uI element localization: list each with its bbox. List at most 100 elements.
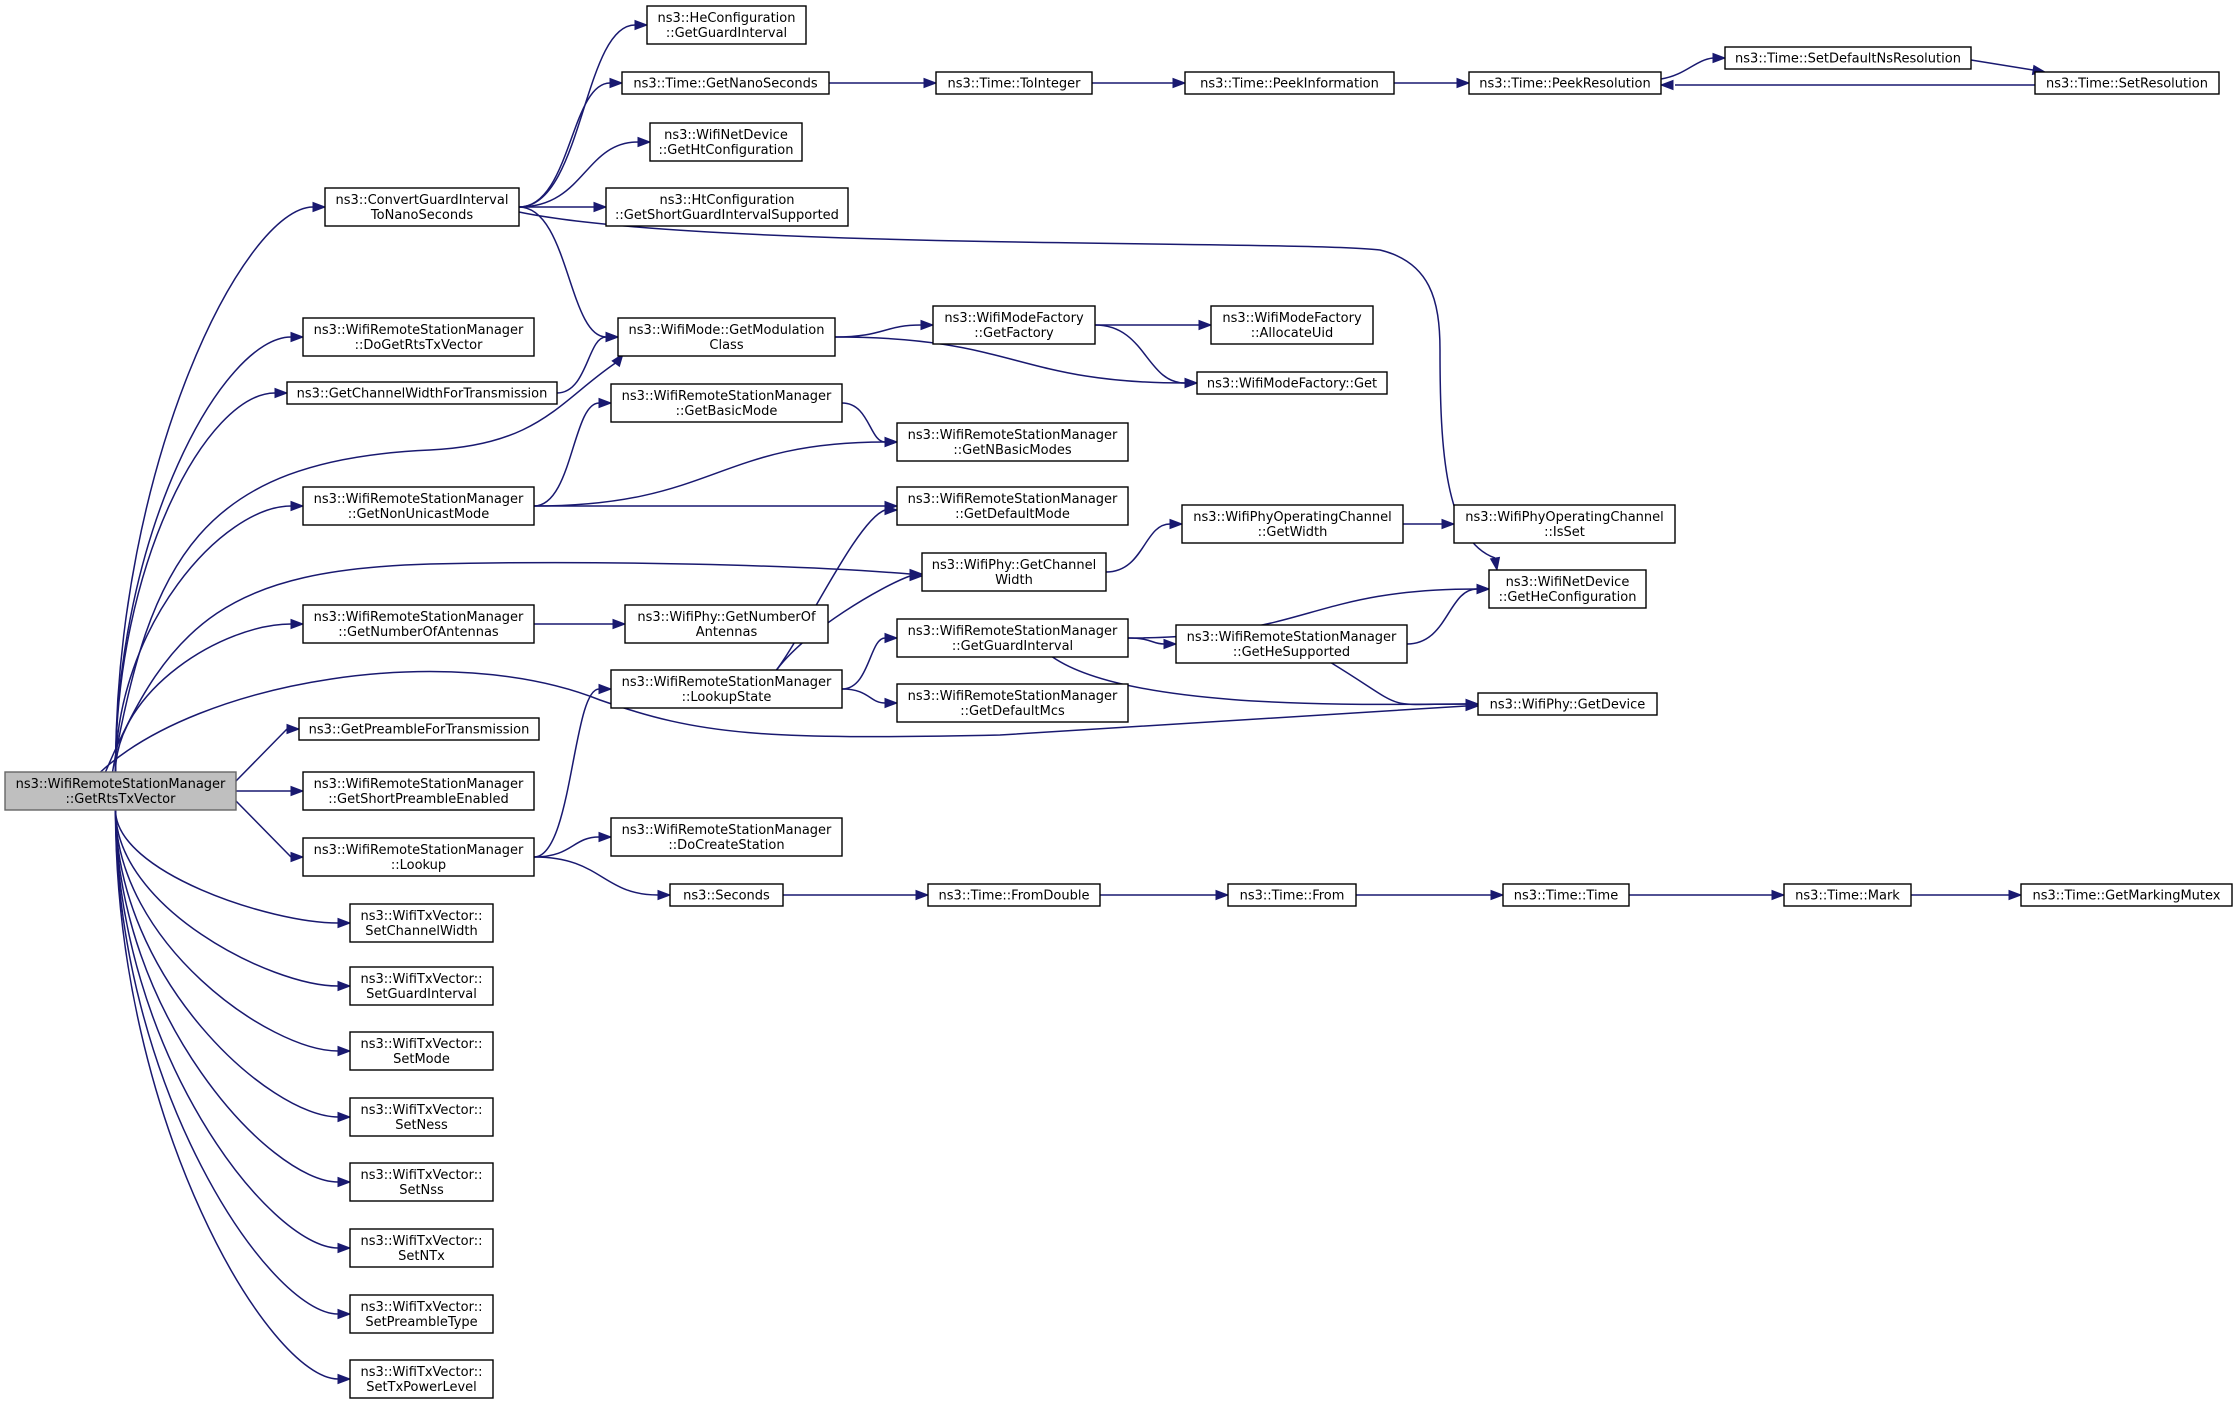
node-lookupState[interactable]: ns3::WifiRemoteStationManager::LookupSta…	[610, 669, 843, 709]
node-box	[349, 966, 494, 1006]
node-label: ns3::Time::PeekInformation	[1200, 77, 1379, 92]
node-doGetRts[interactable]: ns3::WifiRemoteStationManager::DoGetRtsT…	[302, 317, 535, 357]
node-label: ::AllocateUid	[1251, 326, 1333, 341]
edge-opChGetWidth-to-opChIsSet	[1403, 518, 1456, 530]
node-box	[302, 317, 535, 357]
arrow-head-icon	[286, 723, 301, 735]
node-getHtConf[interactable]: ns3::WifiNetDevice::GetHtConfiguration	[649, 122, 803, 162]
node-opChIsSet[interactable]: ns3::WifiPhyOperatingChannel::IsSet	[1453, 504, 1676, 544]
node-box	[646, 5, 807, 45]
node-label: SetTxPowerLevel	[366, 1380, 477, 1395]
edge-getNonUnicast-to-getDefMode	[534, 500, 899, 512]
node-setChWidth[interactable]: ns3::WifiTxVector::SetChannelWidth	[349, 903, 494, 943]
node-box	[2034, 71, 2220, 95]
node-modeFactoryGetFactory[interactable]: ns3::WifiModeFactory::GetFactory	[932, 305, 1096, 345]
node-timeFrom[interactable]: ns3::Time::From	[1227, 883, 1357, 907]
node-label: SetNTx	[398, 1249, 445, 1264]
edge-line	[533, 402, 600, 507]
node-setNTx[interactable]: ns3::WifiTxVector::SetNTx	[349, 1228, 494, 1268]
node-label: ::GetDefaultMcs	[960, 704, 1065, 719]
node-box	[1210, 305, 1374, 345]
node-doCreate[interactable]: ns3::WifiRemoteStationManager::DoCreateS…	[610, 817, 843, 857]
node-box	[349, 1359, 494, 1399]
node-setRes[interactable]: ns3::Time::SetResolution	[2034, 71, 2220, 95]
edge-line	[114, 809, 339, 1052]
node-getPhyChWidth[interactable]: ns3::WifiPhy::GetChannelWidth	[921, 552, 1107, 592]
node-label: SetPreambleType	[365, 1315, 477, 1330]
node-box	[896, 422, 1129, 462]
node-phyNumAnt[interactable]: ns3::WifiPhy::GetNumberOfAntennas	[624, 604, 829, 644]
node-timeTime[interactable]: ns3::Time::Time	[1502, 883, 1630, 907]
edge-getNonUnicast-to-getNBasic	[533, 436, 899, 507]
node-toInteger[interactable]: ns3::Time::ToInteger	[935, 71, 1093, 95]
node-phyGetDevice[interactable]: ns3::WifiPhy::GetDevice	[1477, 692, 1658, 716]
node-htShortGI[interactable]: ns3::HtConfiguration::GetShortGuardInter…	[605, 187, 849, 227]
node-timeMark[interactable]: ns3::Time::Mark	[1783, 883, 1912, 907]
edge-lookup-to-seconds	[533, 856, 672, 901]
edge-line	[1105, 523, 1171, 573]
node-setDefNsRes[interactable]: ns3::Time::SetDefaultNsResolution	[1724, 46, 1972, 70]
node-getMarkMutex[interactable]: ns3::Time::GetMarkingMutex	[2020, 883, 2233, 907]
node-box	[621, 71, 830, 95]
node-setGI[interactable]: ns3::WifiTxVector::SetGuardInterval	[349, 966, 494, 1006]
node-root[interactable]: ns3::WifiRemoteStationManager::GetRtsTxV…	[4, 771, 237, 811]
edge-root-to-convertGI	[114, 201, 327, 773]
node-getDefMode[interactable]: ns3::WifiRemoteStationManager::GetDefaul…	[896, 486, 1129, 526]
node-getNano[interactable]: ns3::Time::GetNanoSeconds	[621, 71, 830, 95]
edge-line	[114, 809, 339, 1315]
node-getNonUnicast[interactable]: ns3::WifiRemoteStationManager::GetNonUni…	[302, 486, 535, 526]
node-getHeSupported[interactable]: ns3::WifiRemoteStationManager::GetHeSupp…	[1175, 624, 1408, 664]
node-seconds[interactable]: ns3::Seconds	[669, 883, 784, 907]
node-box	[1468, 71, 1662, 95]
node-peekRes[interactable]: ns3::Time::PeekResolution	[1468, 71, 1662, 95]
node-getDefMcs[interactable]: ns3::WifiRemoteStationManager::GetDefaul…	[896, 683, 1129, 723]
arrow-head-icon	[337, 1308, 352, 1320]
node-getShortPre[interactable]: ns3::WifiRemoteStationManager::GetShortP…	[302, 771, 535, 811]
node-box	[1502, 883, 1630, 907]
node-setMode[interactable]: ns3::WifiTxVector::SetMode	[349, 1031, 494, 1071]
node-rsmGetGI[interactable]: ns3::WifiRemoteStationManager::GetGuardI…	[896, 618, 1129, 658]
node-getChWidthTx[interactable]: ns3::GetChannelWidthForTransmission	[286, 381, 558, 405]
edge-getPhyChWidth-to-opChGetWidth	[1105, 518, 1184, 573]
node-getNBasic[interactable]: ns3::WifiRemoteStationManager::GetNBasic…	[896, 422, 1129, 462]
arrow-head-icon	[290, 851, 305, 863]
edge-line	[114, 809, 339, 987]
node-label: ns3::WifiTxVector::	[360, 1168, 482, 1183]
node-setNess[interactable]: ns3::WifiTxVector::SetNess	[349, 1097, 494, 1137]
node-allocUid[interactable]: ns3::WifiModeFactory::AllocateUid	[1210, 305, 1374, 345]
node-box	[617, 317, 836, 357]
node-label: ns3::Time::From	[1240, 889, 1345, 904]
node-heGetGI[interactable]: ns3::HeConfiguration::GetGuardInterval	[646, 5, 807, 45]
node-getHeConf[interactable]: ns3::WifiNetDevice::GetHeConfiguration	[1488, 569, 1647, 609]
node-box	[1488, 569, 1647, 609]
node-modeFactoryGet[interactable]: ns3::WifiModeFactory::Get	[1196, 371, 1388, 395]
node-getNumAnt[interactable]: ns3::WifiRemoteStationManager::GetNumber…	[302, 604, 535, 644]
edge-setRes-to-peekRes	[1659, 79, 2035, 91]
arrow-head-icon	[1771, 889, 1786, 901]
node-box	[1175, 624, 1408, 664]
edge-root-to-getPreamble	[235, 723, 301, 782]
node-setPreType[interactable]: ns3::WifiTxVector::SetPreambleType	[349, 1294, 494, 1334]
node-lookup[interactable]: ns3::WifiRemoteStationManager::Lookup	[302, 837, 535, 877]
node-label: ::GetHeConfiguration	[1499, 590, 1637, 605]
node-label: ns3::WifiRemoteStationManager	[314, 777, 524, 792]
node-getBasicMode[interactable]: ns3::WifiRemoteStationManager::GetBasicM…	[610, 383, 843, 423]
edge-line	[518, 141, 639, 208]
node-label: ns3::WifiModeFactory	[944, 311, 1084, 326]
node-setTxPow[interactable]: ns3::WifiTxVector::SetTxPowerLevel	[349, 1359, 494, 1399]
arrow-head-icon	[2008, 889, 2023, 901]
edge-line	[518, 206, 607, 338]
node-box	[349, 1031, 494, 1071]
node-fromDouble[interactable]: ns3::Time::FromDouble	[927, 883, 1101, 907]
node-getPreamble[interactable]: ns3::GetPreambleForTransmission	[298, 717, 540, 741]
node-opChGetWidth[interactable]: ns3::WifiPhyOperatingChannel::GetWidth	[1181, 504, 1404, 544]
arrow-head-icon	[312, 201, 327, 213]
node-setNss[interactable]: ns3::WifiTxVector::SetNss	[349, 1162, 494, 1202]
arrow-head-icon	[337, 1242, 352, 1254]
node-box	[1783, 883, 1912, 907]
arrow-head-icon	[634, 19, 649, 31]
edge-line	[841, 637, 886, 690]
node-peekInfo[interactable]: ns3::Time::PeekInformation	[1184, 71, 1395, 95]
